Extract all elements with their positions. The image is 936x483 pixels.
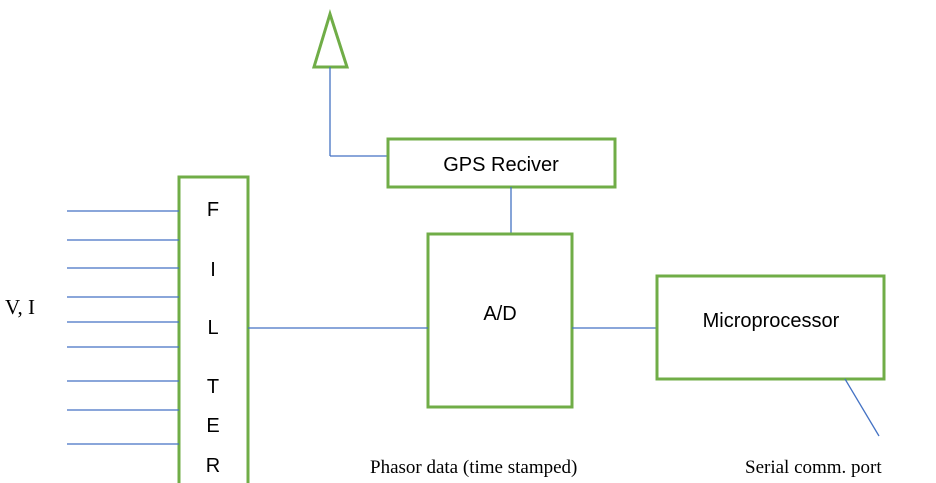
microprocessor-label: Microprocessor xyxy=(703,310,840,332)
gps-receiver-box xyxy=(386,137,617,189)
ad-converter-label: A/D xyxy=(483,303,516,325)
filter-letter-r: R xyxy=(206,455,220,477)
filter-letter-f: F xyxy=(207,199,219,221)
inputs-label: V, I xyxy=(5,295,35,319)
ad-converter-box xyxy=(426,232,574,409)
filter-letter-l: L xyxy=(207,317,218,339)
filter-letter-t: T xyxy=(207,376,219,398)
filter-letter-i: I xyxy=(210,259,216,281)
filter-letter-e: E xyxy=(206,415,219,437)
serial-port-line xyxy=(844,378,880,437)
gps-receiver-label: GPS Reciver xyxy=(443,154,559,176)
phasor-output-label: Phasor data (time stamped) xyxy=(370,457,577,478)
antenna-icon xyxy=(311,8,350,69)
microprocessor-box xyxy=(655,274,886,381)
serial-port-label: Serial comm. port xyxy=(745,457,882,478)
filter-box xyxy=(177,175,250,483)
